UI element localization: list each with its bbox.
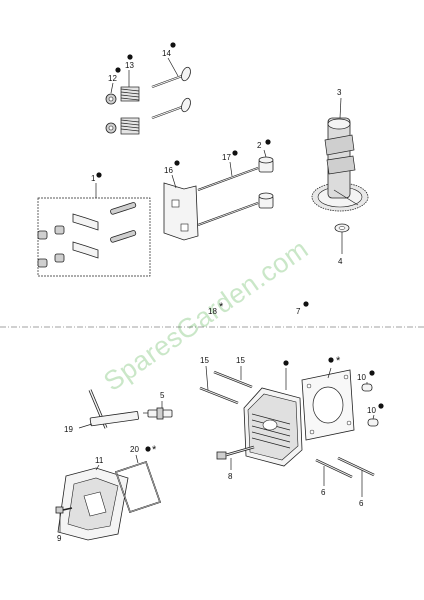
part-dowel-pin[interactable] bbox=[361, 383, 379, 427]
callout-7: 7 bbox=[296, 307, 301, 316]
callout-13: 13 bbox=[125, 61, 134, 70]
callout-6b: 6 bbox=[359, 499, 364, 508]
callout-18: 18 bbox=[208, 307, 217, 316]
part-rocker-kit[interactable] bbox=[37, 197, 151, 277]
part-guide-plate[interactable] bbox=[163, 182, 199, 241]
callout-11: 11 bbox=[95, 456, 104, 465]
filled-dot-icon bbox=[283, 360, 289, 366]
part-valve-spring[interactable] bbox=[120, 86, 140, 135]
callout-5: 5 bbox=[160, 391, 165, 400]
filled-dot-icon bbox=[328, 357, 334, 363]
callout-18-star: * bbox=[219, 301, 224, 313]
callout-10b: 10 bbox=[367, 406, 376, 415]
callout-15b: 15 bbox=[236, 356, 245, 365]
callout-4: 4 bbox=[338, 257, 343, 266]
filled-dot-icon bbox=[369, 370, 375, 376]
part-head-gasket[interactable] bbox=[301, 369, 355, 441]
part-cylinder-head[interactable] bbox=[243, 387, 303, 467]
part-valve-retainer[interactable] bbox=[105, 93, 117, 134]
part-washer[interactable] bbox=[334, 223, 350, 233]
filled-dot-icon bbox=[170, 42, 176, 48]
callout-3: 3 bbox=[337, 88, 342, 97]
callout-10a: 10 bbox=[357, 373, 366, 382]
callout-17: 17 bbox=[222, 153, 231, 162]
callout-20-star: * bbox=[152, 444, 157, 456]
filled-dot-icon bbox=[174, 160, 180, 166]
filled-dot-icon bbox=[232, 150, 238, 156]
callout-14: 14 bbox=[162, 49, 171, 58]
part-head-bolt[interactable] bbox=[216, 445, 255, 460]
callout-15a: 15 bbox=[200, 356, 209, 365]
part-stud[interactable] bbox=[315, 456, 375, 479]
part-t-wrench[interactable] bbox=[88, 389, 139, 429]
part-valve[interactable] bbox=[151, 66, 192, 120]
filled-dot-icon bbox=[127, 54, 133, 60]
part-valve-cover-gasket[interactable] bbox=[114, 460, 162, 514]
part-camshaft[interactable] bbox=[311, 117, 369, 212]
part-push-rod[interactable] bbox=[197, 167, 259, 226]
part-head-stud[interactable] bbox=[199, 370, 253, 405]
callout-8: 8 bbox=[228, 472, 233, 481]
callout-9: 9 bbox=[57, 534, 62, 543]
callout-20: 20 bbox=[130, 445, 139, 454]
callout-16: 16 bbox=[164, 166, 173, 175]
filled-dot-icon bbox=[378, 403, 384, 409]
filled-dot-icon bbox=[265, 139, 271, 145]
callout-19: 19 bbox=[64, 425, 73, 434]
part-valve-cover[interactable] bbox=[57, 467, 129, 541]
filled-dot-icon bbox=[115, 67, 121, 73]
callout-2: 2 bbox=[257, 141, 262, 150]
part-cover-screw[interactable] bbox=[55, 506, 73, 514]
watermark: SparesGarden.com bbox=[98, 233, 314, 396]
filled-dot-icon bbox=[96, 172, 102, 178]
callout-6a: 6 bbox=[321, 488, 326, 497]
part-tappet[interactable] bbox=[258, 156, 274, 209]
callout-1: 1 bbox=[91, 174, 96, 183]
part-spark-plug[interactable] bbox=[143, 407, 173, 420]
filled-dot-icon bbox=[303, 301, 309, 307]
callout-12: 12 bbox=[108, 74, 117, 83]
filled-dot-icon bbox=[145, 446, 151, 452]
gasket-star: * bbox=[336, 355, 341, 367]
